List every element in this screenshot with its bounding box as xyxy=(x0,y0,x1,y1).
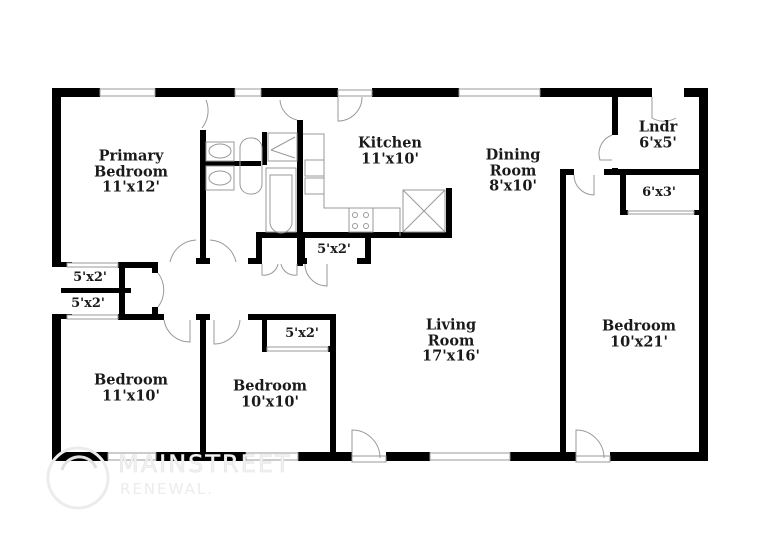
room-name-line: Bedroom xyxy=(233,377,307,395)
room-name-line: Room xyxy=(489,162,537,180)
room-size: 5'x2' xyxy=(71,295,105,311)
fixtures xyxy=(205,132,446,236)
room-name-line: Bedroom xyxy=(94,371,168,389)
room-name-line: Bedroom xyxy=(94,163,168,181)
room-label-dining-room: Dining Room 8'x10' xyxy=(485,146,541,195)
room-size: 5'x2' xyxy=(317,241,351,257)
room-size: 8'x10' xyxy=(489,177,537,195)
room-name-line: Living xyxy=(425,316,477,334)
room-name-line: Dining xyxy=(485,146,541,164)
room-label-laundry: Lndr 6'x5' xyxy=(639,119,678,150)
room-name-line: Room xyxy=(427,332,475,350)
room-label-closet-hall: 5'x2' xyxy=(317,241,351,257)
room-name-line: Kitchen xyxy=(358,134,422,152)
watermark-brand-line2: RENEWAL. xyxy=(120,480,214,498)
room-size: 17'x16' xyxy=(422,347,480,365)
door-swings xyxy=(157,89,677,463)
room-name-line: Lndr xyxy=(638,118,678,136)
room-label-bedroom-right: Bedroom 10'x21' xyxy=(602,318,676,349)
room-size: 6'x3' xyxy=(642,184,676,200)
room-size: 11'x10' xyxy=(102,387,160,404)
room-label-living-room: Living Room 17'x16' xyxy=(422,316,480,365)
room-size: 11'x10' xyxy=(361,150,419,167)
room-size: 10'x21' xyxy=(610,333,668,350)
watermark-brand-line1: MAINSTREET xyxy=(118,450,292,479)
room-name-line: Bedroom xyxy=(602,317,676,335)
room-label-closet-left-2: 5'x2' xyxy=(71,295,105,311)
watermark-logo xyxy=(46,446,110,510)
room-size: 6'x5' xyxy=(639,134,677,151)
windows xyxy=(66,88,695,461)
room-size: 10'x10' xyxy=(241,393,299,410)
room-name-line: Primary xyxy=(98,147,164,165)
room-label-closet-bedroom-mid: 5'x2' xyxy=(285,325,319,341)
room-label-closet-6x3: 6'x3' xyxy=(642,184,676,200)
room-label-bedroom-mid: Bedroom 10'x10' xyxy=(233,378,307,409)
room-size: 5'x2' xyxy=(73,269,107,285)
room-label-closet-left-1: 5'x2' xyxy=(73,269,107,285)
room-size: 5'x2' xyxy=(285,325,319,341)
room-label-bedroom-left: Bedroom 11'x10' xyxy=(94,372,168,403)
room-label-primary-bedroom: Primary Bedroom 11'x12' xyxy=(94,147,168,196)
room-size: 11'x12' xyxy=(102,178,160,196)
interior-walls xyxy=(52,97,699,460)
room-label-kitchen: Kitchen 11'x10' xyxy=(358,135,422,166)
